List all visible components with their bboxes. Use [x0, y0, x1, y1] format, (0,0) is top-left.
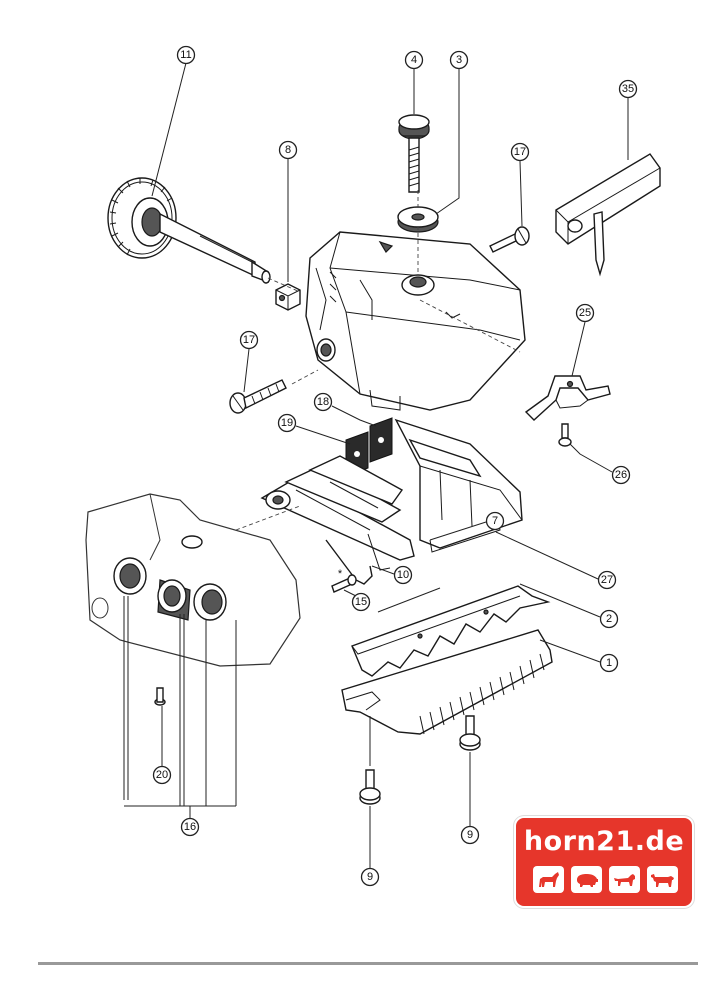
callout-20: 20 — [152, 765, 172, 785]
washer-part — [397, 206, 439, 233]
callout-8: 8 — [278, 140, 298, 160]
callout-label: 8 — [285, 144, 291, 156]
upper-cutter-part — [351, 585, 551, 677]
callout-17-lower: 17 — [239, 330, 259, 350]
callout-label: 17 — [243, 334, 255, 346]
lower-comb-part — [341, 629, 553, 735]
small-screw-part — [331, 574, 357, 593]
frame-part — [394, 418, 523, 553]
cow-icon — [647, 866, 678, 893]
asterisk-mark: * — [338, 568, 343, 580]
upper-housing-part — [305, 231, 526, 411]
callout-label: 7 — [492, 515, 498, 527]
callout-label: 27 — [601, 574, 613, 586]
callout-7: 7 — [485, 511, 505, 531]
callout-25: 25 — [575, 303, 595, 323]
bracket-part — [524, 375, 611, 421]
callout-label: 18 — [317, 396, 329, 408]
callout-label: 16 — [184, 821, 196, 833]
horn21-logo: horn21.de — [516, 818, 692, 906]
callout-9-right: 9 — [460, 825, 480, 845]
callout-label: 1 — [606, 657, 612, 669]
dog-icon — [609, 866, 640, 893]
horse-icon — [533, 866, 564, 893]
gear-shaft-part — [107, 177, 271, 284]
callout-3: 3 — [449, 50, 469, 70]
callout-27: 27 — [597, 570, 617, 590]
logo-text: horn21.de — [523, 826, 685, 857]
callout-label: 11 — [180, 49, 191, 61]
callout-label: 26 — [615, 469, 627, 481]
callout-label: 2 — [606, 613, 612, 625]
callout-label: 3 — [456, 54, 462, 66]
callout-4: 4 — [404, 50, 424, 70]
callout-label: 4 — [411, 54, 417, 66]
callout-15: 15 — [351, 592, 371, 612]
callout-label: 19 — [281, 417, 293, 429]
lower-small-screw-part — [154, 687, 166, 706]
callout-17-upper: 17 — [510, 142, 530, 162]
screw-part-left — [229, 379, 287, 414]
callout-label: 9 — [467, 829, 473, 841]
callout-35: 35 — [618, 79, 638, 99]
lever-arms-part — [260, 455, 415, 585]
callout-10: 10 — [393, 565, 413, 585]
tiny-screw-part — [558, 423, 572, 447]
callout-19: 19 — [277, 413, 297, 433]
callout-11: 11 — [176, 45, 196, 65]
pig-icon — [571, 866, 602, 893]
callout-label: 9 — [367, 871, 373, 883]
callout-label: 20 — [156, 769, 168, 781]
callout-label: 17 — [514, 146, 526, 158]
callout-label: 10 — [397, 569, 409, 581]
comb-screw-part-right — [459, 715, 481, 751]
callout-2: 2 — [599, 609, 619, 629]
screw-part-right — [489, 226, 530, 253]
callout-16: 16 — [180, 817, 200, 837]
bottom-divider — [38, 962, 698, 965]
callout-label: 25 — [579, 307, 591, 319]
callout-1: 1 — [599, 653, 619, 673]
lower-housing-part — [85, 493, 301, 667]
square-nut-part — [275, 283, 301, 311]
leader-lines — [151, 62, 629, 868]
bushings-part — [113, 557, 237, 818]
callout-label: 15 — [355, 596, 367, 608]
assembly-guides — [235, 190, 521, 531]
comb-screw-part-left — [359, 769, 381, 805]
key-tool-part — [555, 153, 661, 277]
callout-26: 26 — [611, 465, 631, 485]
thumb-screw-part — [398, 114, 430, 193]
callout-label: 35 — [622, 83, 634, 95]
callout-9-lower: 9 — [360, 867, 380, 887]
callout-18: 18 — [313, 392, 333, 412]
